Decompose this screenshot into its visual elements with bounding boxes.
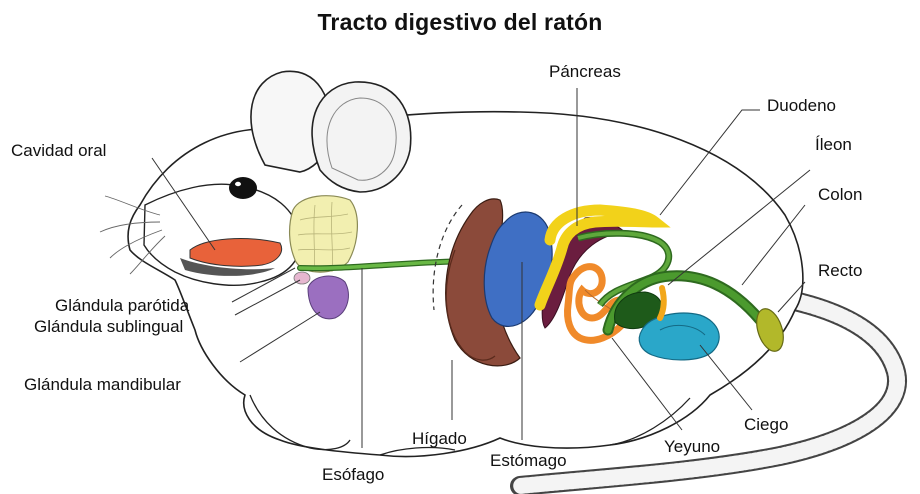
label-glandula-mandibular: Glándula mandibular bbox=[24, 376, 181, 393]
label-ciego: Ciego bbox=[744, 416, 788, 433]
oral-cavity-shape bbox=[190, 239, 282, 267]
label-glandula-sublingual: Glándula sublingual bbox=[34, 318, 183, 335]
label-estomago: Estómago bbox=[490, 452, 567, 469]
label-ileon: Íleon bbox=[815, 136, 852, 153]
cecum-shape bbox=[639, 313, 719, 360]
label-glandula-parotida: Glándula parótida bbox=[55, 297, 189, 314]
label-esofago: Esófago bbox=[322, 466, 384, 483]
label-colon: Colon bbox=[818, 186, 862, 203]
label-recto: Recto bbox=[818, 262, 862, 279]
eye bbox=[229, 177, 257, 199]
label-higado: Hígado bbox=[412, 430, 467, 447]
label-duodeno: Duodeno bbox=[767, 97, 836, 114]
label-cavidad-oral: Cavidad oral bbox=[11, 142, 106, 159]
label-yeyuno: Yeyuno bbox=[664, 438, 720, 455]
label-pancreas: Páncreas bbox=[549, 63, 621, 80]
eye-highlight bbox=[235, 182, 241, 186]
